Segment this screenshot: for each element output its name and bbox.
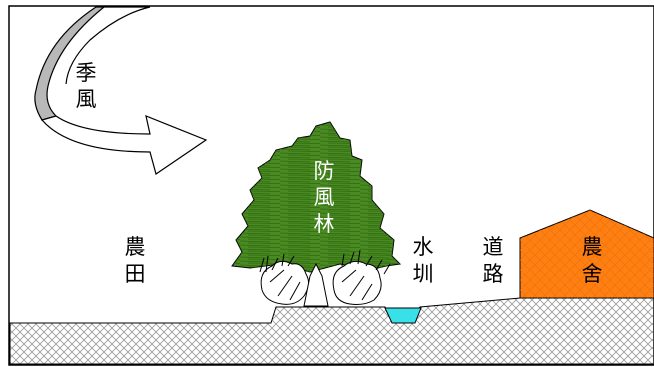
label-road: 道 路 [483,235,504,286]
monsoon-char-2: 風 [76,87,97,111]
farmhouse-char-1: 農 [582,235,603,259]
forest-char-1: 防 [314,159,335,183]
label-ditch: 水 圳 [413,235,434,286]
ditch-char-2: 圳 [413,262,434,286]
farmhouse-char-2: 舍 [582,262,603,286]
forest-char-2: 風 [314,185,335,209]
label-monsoon: 季 風 [76,61,97,111]
label-windbreak-forest: 防 風 林 [314,159,335,236]
road-char-2: 路 [483,262,504,286]
label-farmhouse: 農 舍 [582,235,603,286]
road-char-1: 道 [483,235,504,259]
windbreak-forest [231,121,402,273]
monsoon-arrow [34,6,208,175]
undergrowth-shrubs [260,260,382,307]
farmhouse [519,209,654,299]
ditch-char-1: 水 [413,235,434,259]
irrigation-ditch [384,307,422,324]
farmland-char-2: 田 [125,262,146,286]
label-farmland: 農 田 [125,235,146,286]
farmland-char-1: 農 [125,235,146,259]
forest-char-3: 林 [314,212,335,236]
monsoon-char-1: 季 [76,61,97,85]
grass-tufts [259,249,391,275]
